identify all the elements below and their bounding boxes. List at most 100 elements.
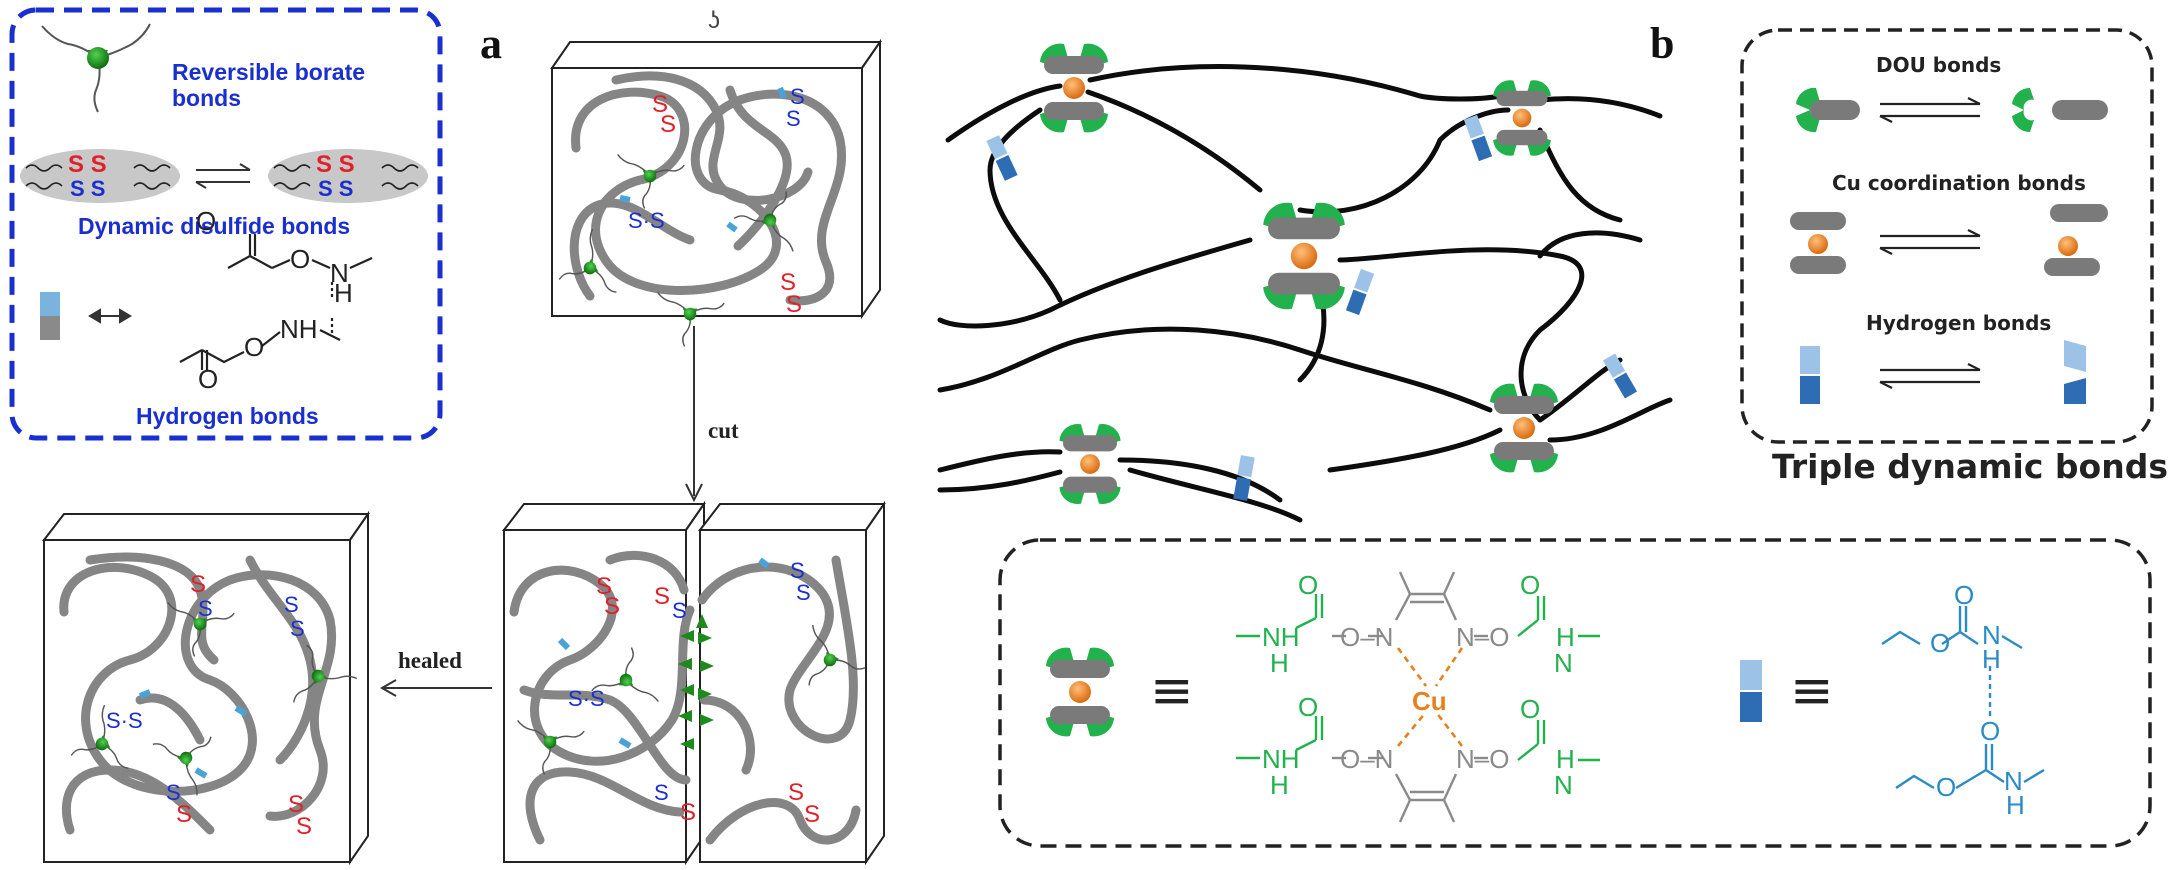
equilibrium-arrows-icon	[195, 163, 251, 189]
s-blue: S	[290, 616, 305, 641]
atom-o: O	[1520, 694, 1540, 724]
atom-n: N	[1982, 620, 2001, 650]
s-red: S	[288, 791, 304, 818]
ss-blue-right: S S	[318, 176, 353, 201]
cut-label: cut	[708, 418, 739, 443]
equilibrium-arrows-icon	[1879, 229, 1981, 255]
atom-o: O	[1298, 570, 1318, 600]
atom-o: O	[1980, 716, 2000, 746]
triple-dynamic-bonds-title: Triple dynamic bonds	[1772, 447, 2168, 486]
atom-cu: Cu	[1412, 686, 1447, 716]
cut-cube-pair: S S S S S S S·S S S S S	[501, 500, 886, 866]
atom-h: H	[1270, 648, 1289, 678]
chem-o-mid: O	[290, 244, 310, 274]
cut-arrow: cut	[685, 326, 739, 503]
s-red: S	[296, 813, 312, 840]
intact-cube: ʖ S S S S S·S S S	[545, 7, 882, 348]
atom-nh: NH	[1262, 622, 1300, 652]
atom-o-n: O–N	[1340, 744, 1393, 774]
chem-nh: NH	[280, 314, 318, 344]
s-blue: S	[796, 580, 811, 605]
cu-free-icon	[2044, 204, 2108, 276]
s-blue: S	[790, 84, 805, 109]
equivalence-box: ≡	[998, 538, 2152, 848]
s-red: S	[804, 801, 820, 828]
borate-label-line2: bonds	[172, 85, 241, 111]
atom-h: H	[1556, 622, 1575, 652]
s-red: S	[780, 269, 796, 296]
s-blue: S	[654, 780, 669, 805]
s-red: S	[786, 291, 802, 318]
hbond-label: Hydrogen bonds	[1866, 311, 2051, 335]
double-arrow-icon	[88, 308, 132, 324]
s-blue: S	[786, 106, 801, 131]
dou-bound-icon	[1796, 87, 1860, 133]
atom-n: N	[2004, 766, 2023, 796]
s-blue: S	[790, 558, 805, 583]
atom-n: N	[1554, 770, 1573, 800]
hbond-structure	[1881, 606, 2045, 790]
s-red: S	[596, 573, 612, 600]
top-mark: ʖ	[708, 7, 720, 34]
ss-red-right: S S	[316, 151, 355, 178]
s-blue: S	[198, 596, 213, 621]
chem-o-low: O	[198, 364, 218, 394]
equiv-symbol-1: ≡	[1150, 661, 1194, 721]
atom-nh: NH	[1262, 744, 1300, 774]
chem-h-top: H	[334, 278, 353, 308]
chem-o-top: O	[196, 206, 216, 236]
disulfide-pair-right: S S S S	[268, 149, 428, 203]
chem-o-low2: O	[244, 332, 264, 362]
borate-node-icon	[41, 23, 151, 113]
atom-o: O	[1520, 570, 1540, 600]
s-red: S	[680, 799, 696, 826]
s-blue: S	[672, 598, 687, 623]
s-red: S	[604, 593, 620, 620]
atom-h: H	[2006, 790, 2025, 820]
borate-label-line1: Reversible borate	[172, 59, 365, 85]
atom-h: H	[1270, 770, 1289, 800]
atom-h: H	[1982, 644, 2001, 674]
s-red: S	[788, 779, 804, 806]
s-red: S	[652, 91, 668, 118]
s-dot-s: S·S	[568, 686, 605, 711]
atom-o-n: O–N	[1340, 622, 1393, 652]
atom-o: O	[1936, 772, 1956, 802]
s-red: S	[176, 801, 192, 828]
s-red: S	[654, 583, 670, 610]
hbond-free-icon	[2064, 340, 2086, 404]
s-red: S	[190, 571, 206, 598]
atom-o: O	[1930, 628, 1950, 658]
ss-blue-left: S S	[70, 176, 105, 201]
atom-n-o: N–O	[1456, 744, 1509, 774]
hydrogen-block-icon	[40, 292, 60, 340]
green-arrow-icons	[678, 614, 714, 750]
bond-types-box: DOU bonds Cu coordination bonds	[1740, 28, 2154, 444]
disulfide-label: Dynamic disulfide bonds	[78, 213, 350, 239]
s-blue: S	[166, 780, 181, 805]
healed-label: healed	[398, 648, 462, 673]
hydrogen-label: Hydrogen bonds	[136, 403, 319, 429]
cu-complex-structure: O NH H O–N N–O O H N Cu O NH H O–N N–O O…	[1236, 570, 1600, 823]
equilibrium-arrows-icon	[1879, 363, 1981, 389]
s-red: S	[660, 111, 676, 138]
network-diagram	[937, 43, 1673, 523]
atom-o: O	[1954, 580, 1974, 610]
healed-arrow: healed	[379, 648, 492, 697]
equiv-symbol-2: ≡	[1790, 661, 1834, 721]
chem-n-top: N	[330, 258, 349, 288]
atom-n: N	[1554, 648, 1573, 678]
atom-o: O	[1298, 692, 1318, 722]
disulfide-pair-left: S S S S	[20, 149, 180, 203]
atom-h: H	[1556, 744, 1575, 774]
s-dot-s: S·S	[106, 708, 143, 733]
dou-label: DOU bonds	[1876, 53, 2001, 77]
ss-red-left: S S	[68, 151, 107, 178]
s-blue: S	[284, 592, 299, 617]
dou-free-icon	[2012, 87, 2108, 133]
hbond-block-large-icon	[1740, 660, 1762, 722]
cu-bound-icon	[1790, 212, 1846, 274]
hbond-bound-icon	[1800, 346, 1820, 404]
panel-label-b: b	[1650, 19, 1674, 68]
urethane-structure	[179, 234, 373, 370]
